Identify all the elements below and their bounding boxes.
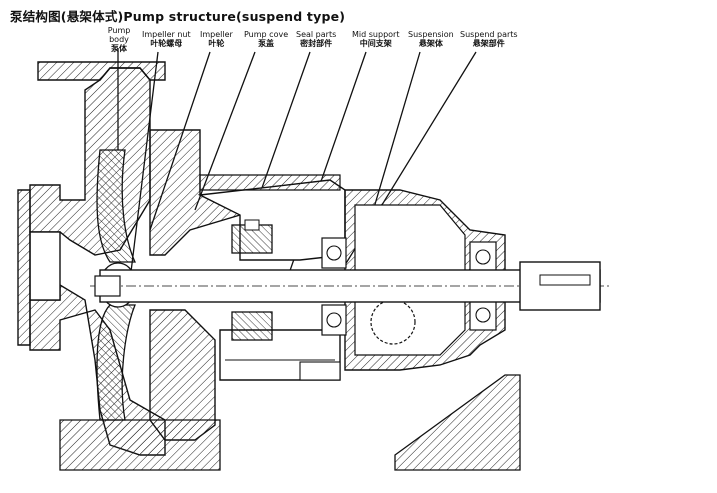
label-pump-cove: Pump cove 泵盖	[244, 30, 288, 48]
label-mid-support-zh: 中间支架	[359, 39, 392, 48]
label-pump-cove-zh: 泵盖	[258, 39, 275, 48]
label-pump-cove-en: Pump cove	[244, 30, 289, 39]
label-seal-parts-en: Seal parts	[296, 30, 337, 39]
label-suspend-parts-zh: 悬架部件	[472, 39, 505, 48]
pump-body	[17, 61, 166, 456]
label-mid-support-en: Mid support	[352, 30, 400, 39]
label-suspension: Suspension 悬架体	[408, 30, 454, 48]
base-supports	[59, 361, 521, 471]
diagram-title: 泵结构图(悬架体式)Pump structure(suspend type)	[10, 9, 346, 24]
label-suspension-en: Suspension	[408, 30, 454, 39]
shaft	[90, 261, 610, 311]
label-pump-body-zh: 泵体	[111, 44, 127, 53]
label-suspension-zh: 悬架体	[418, 39, 443, 48]
label-suspend-parts: Suspend parts 悬架部件	[460, 30, 518, 48]
label-seal-parts-zh: 密封部件	[300, 39, 333, 48]
label-impeller: Impeller 叶轮	[200, 30, 233, 48]
label-impeller-en: Impeller	[200, 30, 233, 39]
bearings	[321, 237, 497, 336]
label-seal-parts: Seal parts 密封部件	[296, 30, 336, 48]
label-impeller-nut-zh: 叶轮螺母	[150, 39, 183, 48]
mid-support	[197, 174, 346, 381]
label-pump-body: Pump body 泵体	[104, 26, 134, 53]
label-impeller-nut: Impeller nut 叶轮螺母	[142, 30, 191, 48]
label-impeller-nut-en: Impeller nut	[142, 30, 191, 39]
label-impeller-zh: 叶轮	[208, 39, 225, 48]
seal-parts	[231, 219, 273, 341]
label-mid-support: Mid support 中间支架	[352, 30, 399, 48]
label-suspend-parts-en: Suspend parts	[460, 30, 518, 39]
label-pump-body-en: Pump body	[107, 26, 131, 44]
